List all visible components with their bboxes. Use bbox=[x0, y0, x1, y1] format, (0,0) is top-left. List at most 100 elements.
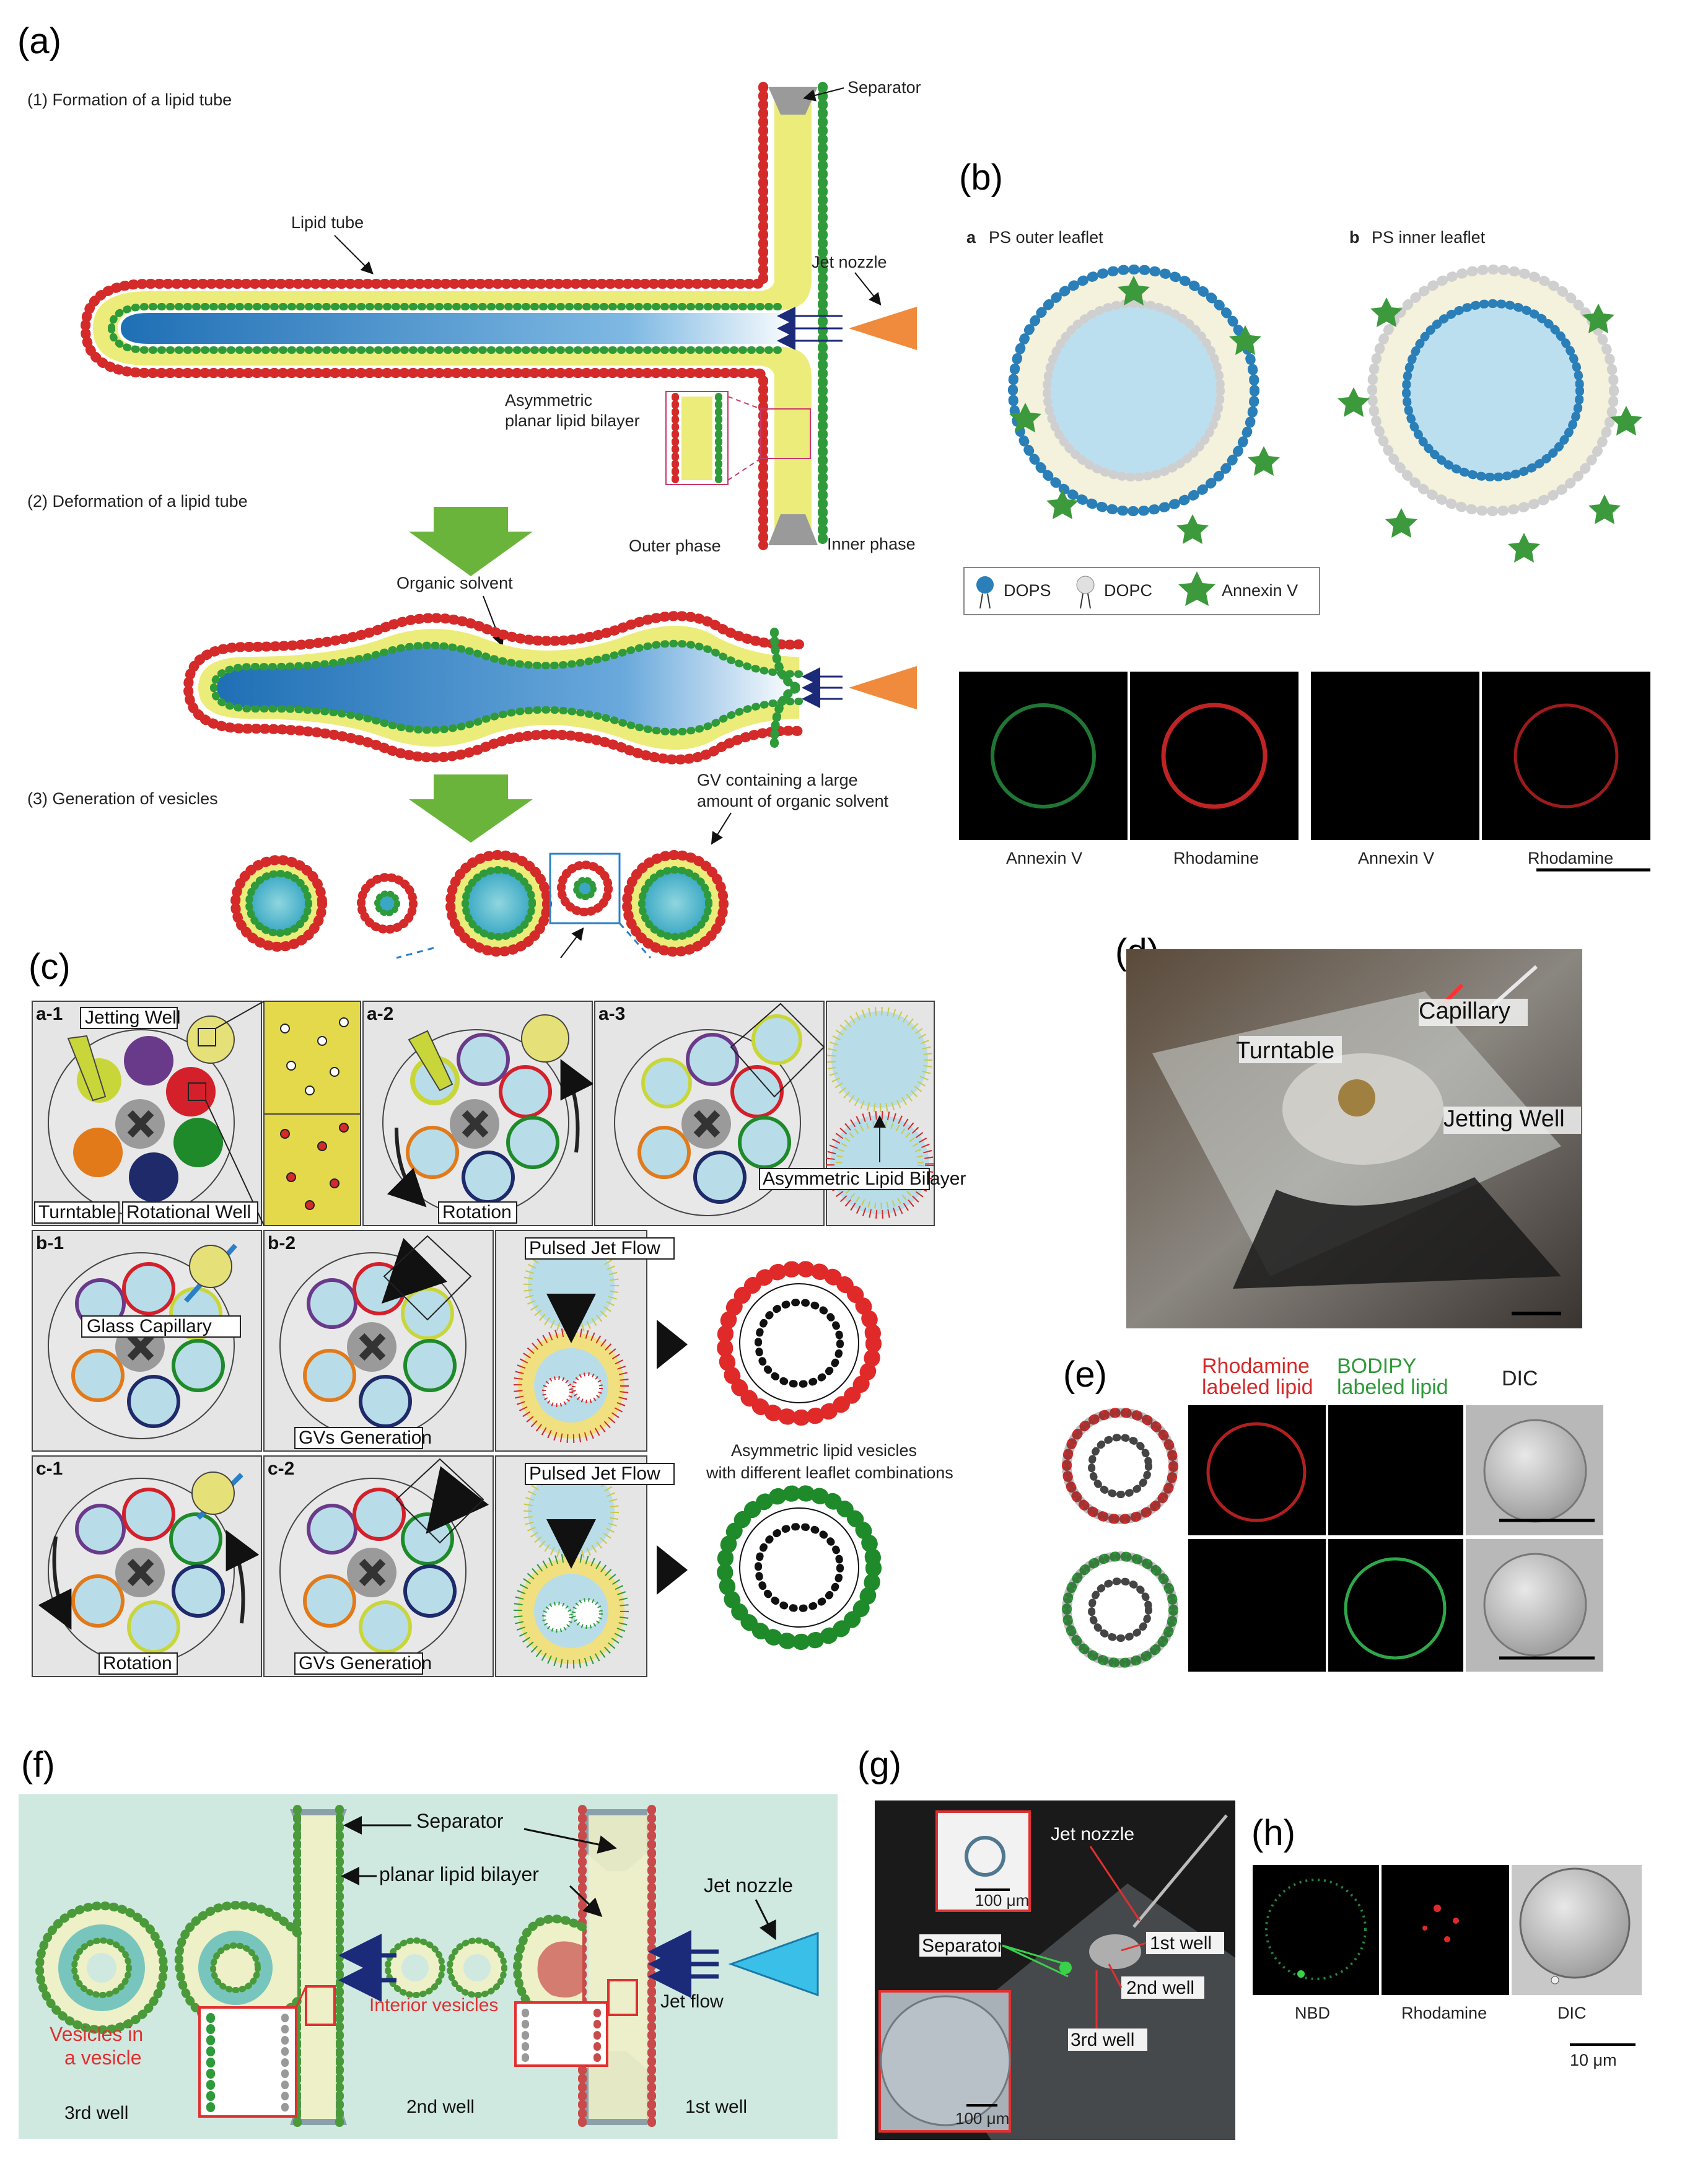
jetting-well-label-c: Jetting Well bbox=[85, 1007, 181, 1028]
panel-a-label: (a) bbox=[17, 21, 61, 61]
panel-h: (h) NBD Rhodamine DIC 10 μm bbox=[1251, 1813, 1642, 2069]
dops-icon bbox=[976, 576, 994, 594]
well1-label-g: 1st well bbox=[1150, 1933, 1212, 1954]
step2-label: (2) Deformation of a lipid tube bbox=[27, 492, 248, 511]
rotation-tag-c1 bbox=[99, 1652, 178, 1675]
jet-nozzle-label-a: Jet nozzle bbox=[812, 253, 887, 271]
jet-nozzle-f bbox=[728, 1931, 819, 1997]
inset-source-box bbox=[760, 408, 811, 459]
jet-arrows-f bbox=[338, 1930, 719, 2002]
sub-a-title: PS outer leaflet bbox=[989, 228, 1103, 247]
inner-phase-label: Inner phase bbox=[827, 535, 916, 553]
turntable-label-d: Turntable bbox=[1236, 1038, 1334, 1064]
panel-b-label: (b) bbox=[959, 157, 1003, 198]
bulging-vesicle-f bbox=[174, 1901, 302, 2031]
e-img-bodipy-1 bbox=[1328, 1405, 1463, 1535]
tube-outer-leaflet bbox=[80, 82, 768, 550]
separator-tag-g bbox=[919, 1934, 1001, 1957]
well1-tag-g bbox=[1146, 1932, 1224, 1954]
c2-tag: c-2 bbox=[268, 1458, 294, 1479]
schematic-red-vesicle bbox=[1062, 1408, 1178, 1524]
step1-label: (1) Formation of a lipid tube bbox=[27, 90, 232, 109]
caption-rhodamine-1: Rhodamine bbox=[1173, 849, 1259, 867]
legend-box bbox=[963, 567, 1320, 615]
turntable-a1 bbox=[48, 1001, 265, 1226]
organic-solvent-label: Organic solvent bbox=[396, 574, 513, 592]
result-vesicle-green bbox=[717, 1485, 882, 1650]
result-arrow-1 bbox=[657, 1320, 688, 1369]
legend-annexin: Annexin V bbox=[1222, 581, 1298, 600]
result-vesicle-red bbox=[717, 1261, 882, 1426]
rhod-label-1: Rhodamine bbox=[1202, 1354, 1310, 1378]
b1-tag: b-1 bbox=[36, 1233, 64, 1253]
jetting-well-tag bbox=[80, 1007, 178, 1029]
gv-label-2: amount of organic solvent bbox=[697, 792, 889, 810]
jet-nozzle-label-f: Jet nozzle bbox=[704, 1874, 793, 1897]
bodipy-label-1: BODIPY bbox=[1337, 1354, 1416, 1378]
h-img-nbd bbox=[1253, 1865, 1379, 1995]
vesicle-large-3 bbox=[622, 850, 729, 957]
vesicles-in-label-2: a vesicle bbox=[64, 2046, 142, 2069]
rhod-label-2: labeled lipid bbox=[1202, 1375, 1313, 1399]
vesicle-large-2 bbox=[445, 850, 552, 957]
annexin-stars-a bbox=[1009, 276, 1280, 544]
bulge-right-f bbox=[513, 1914, 587, 2020]
gvs-generation-label-b2: GVs Generation bbox=[299, 1428, 432, 1448]
lipid-icons-c bbox=[264, 1017, 361, 1223]
well2-label-g: 2nd well bbox=[1126, 1978, 1194, 1998]
a3-tag: a-3 bbox=[598, 1004, 625, 1024]
planar-bilayer-label-f: planar lipid bilayer bbox=[379, 1863, 539, 1885]
well3-tag-g bbox=[1068, 2028, 1147, 2051]
asym-bilayer-tag bbox=[759, 1168, 930, 1190]
turntable-photo-tag bbox=[1239, 1036, 1342, 1063]
turntable-b1 bbox=[48, 1243, 237, 1439]
panel-g-label: (g) bbox=[857, 1745, 901, 1785]
interior-vesicles-label-f: Interior vesicles bbox=[369, 1995, 498, 2015]
tube-inner-leaflet bbox=[108, 303, 787, 354]
panel-c: (c) bbox=[28, 947, 966, 1677]
rotational-well-label: Rotational Well bbox=[126, 1202, 251, 1222]
vesicle-highlight-box bbox=[549, 853, 621, 924]
b2-tag: b-2 bbox=[268, 1233, 296, 1253]
panel-c-label: (c) bbox=[28, 947, 71, 987]
pulsed-jet-label-1: Pulsed Jet Flow bbox=[529, 1238, 660, 1258]
vesicle-in-vesicle-f bbox=[35, 1901, 168, 2034]
e-img-rhod-2 bbox=[1188, 1539, 1326, 1672]
annexin-icon bbox=[1178, 571, 1215, 606]
inset-f-left bbox=[198, 2006, 297, 2118]
annexin-stars-b bbox=[1338, 297, 1642, 563]
green-arrow-1 bbox=[409, 507, 533, 576]
sub-b-letter: b bbox=[1349, 228, 1360, 247]
interior-vesicles-f bbox=[385, 1937, 507, 1998]
schematic-green-vesicle bbox=[1062, 1551, 1178, 1668]
e-img-rhod-1 bbox=[1188, 1405, 1326, 1535]
deformed-tube bbox=[183, 611, 804, 765]
turntable-tag bbox=[34, 1201, 120, 1224]
sub-b-title: PS inner leaflet bbox=[1372, 228, 1486, 247]
separator-bottom bbox=[768, 514, 818, 545]
glass-capillary-tag bbox=[81, 1315, 241, 1338]
scale-label-h: 10 μm bbox=[1570, 2051, 1617, 2069]
legend-dops: DOPS bbox=[1004, 581, 1051, 600]
pulsed-jet-label-2: Pulsed Jet Flow bbox=[529, 1463, 660, 1484]
inset-g-top bbox=[935, 1810, 1031, 1912]
caption-annexin-2: Annexin V bbox=[1358, 849, 1434, 867]
turntable-b2 bbox=[279, 1235, 629, 1443]
turntable-c1 bbox=[38, 1471, 260, 1665]
bodipy-label-2: labeled lipid bbox=[1337, 1375, 1448, 1399]
e-img-bodipy-2 bbox=[1328, 1539, 1463, 1672]
jet-arrows-a2 bbox=[802, 667, 843, 708]
capillary-photo-tag bbox=[1419, 999, 1528, 1026]
well1-label-f: 1st well bbox=[685, 2097, 747, 2117]
dic-label-e: DIC bbox=[1502, 1367, 1538, 1390]
jet-nozzle-label-g: Jet nozzle bbox=[1051, 1824, 1134, 1844]
dopc-icon bbox=[1076, 576, 1095, 594]
fluorescence-images-b bbox=[959, 672, 1650, 840]
asym-label-1: Asymmetric bbox=[505, 391, 592, 410]
sub-a-letter: a bbox=[966, 228, 976, 247]
gvs-generation-tag-c2 bbox=[294, 1652, 423, 1675]
vesicles-caption-2: with different leaflet combinations bbox=[706, 1463, 953, 1482]
ps-outer-vesicle bbox=[1008, 265, 1259, 516]
well2-tag-g bbox=[1121, 1976, 1204, 1999]
